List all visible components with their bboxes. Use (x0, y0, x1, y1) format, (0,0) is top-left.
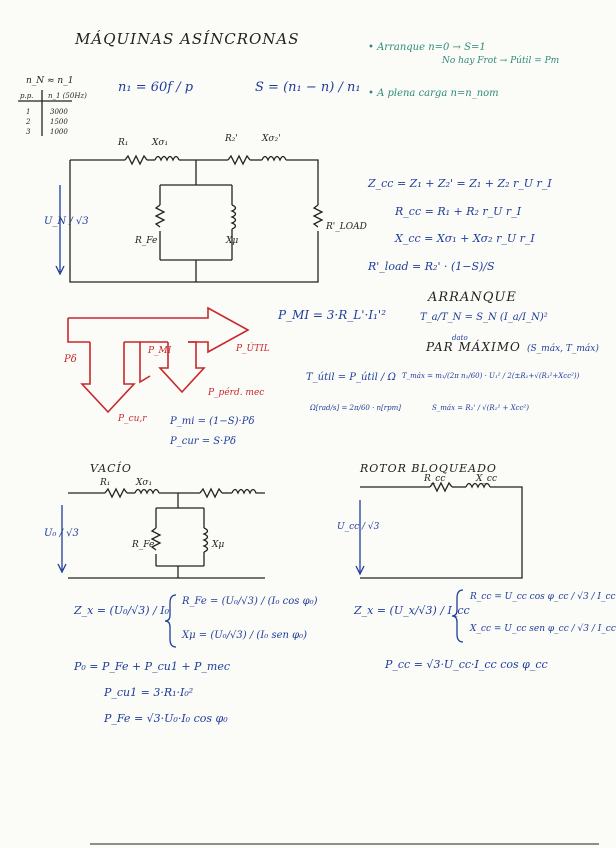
label-pcur: P_cu,r (118, 414, 147, 424)
formula-n1: n₁ = 60f / p (118, 80, 194, 95)
eq-arranque: T_a/T_N = S_N (I_a/I_N)² (420, 312, 548, 323)
table-row: 2 (26, 118, 31, 126)
vacio-voltage: U₀ / √3 (44, 528, 79, 539)
vacio-eq-xmu: Xμ = (U₀/√3) / (I₀ sen φ₀) (182, 630, 308, 641)
rotor-label-rcc: R_cc (424, 474, 446, 484)
speed-table-col1: p.p. (20, 92, 34, 100)
circuit-top-diagram (69, 154, 324, 283)
label-x2: Xσ₂' (262, 134, 281, 144)
vacio-eq-zx: Z_x = (U₀/√3) / I₀ (74, 604, 169, 617)
vacio-label-r1: R₁ (100, 478, 111, 488)
label-pd: Pδ (64, 354, 77, 365)
eq-pcur-rel: P_cur = S·Pδ (170, 436, 237, 447)
speed-table-lines (18, 90, 72, 136)
formula-s: S = (n₁ − n) / n₁ (255, 80, 361, 95)
eq-zcc: Z_cc = Z₁ + Z₂' = Z₁ + Z₂ r_U r_I (368, 177, 552, 190)
rotor-eq-pcc: P_cc = √3·U_cc·I_cc cos φ_cc (385, 658, 548, 671)
speed-table-header: n_N ≈ n_1 (26, 76, 74, 86)
eq-tmax: T_máx = m₁/(2π n₁/60) · U₁² / 2(±R₁+√(R₁… (402, 372, 580, 380)
rotor-label-xcc: X_cc (476, 474, 497, 484)
note-noload: No hay Frot → Pútil = Pm (442, 56, 560, 66)
circuit-rotor-diagram (360, 481, 523, 579)
rotor-voltage: U_cc / √3 (337, 522, 380, 532)
vacio-title: VACÍO (90, 462, 132, 475)
drawings-layer (18, 90, 599, 845)
vacio-eq-pfe: P_Fe = √3·U₀·I₀ cos φ₀ (104, 712, 228, 725)
eq-xcc: X_cc = Xσ₁ + Xσ₂ r_U r_I (395, 232, 535, 245)
vacio-eq-p0: P₀ = P_Fe + P_cu1 + P_mec (74, 660, 231, 673)
label-r2: R₂' (225, 134, 238, 144)
eq-pmi-rel: P_mi = (1−S)·Pδ (170, 416, 255, 427)
par-maximo-sub: (S_máx, T_máx) (527, 344, 599, 354)
table-row: 1500 (50, 118, 68, 126)
vacio-label-xmu: Xμ (212, 540, 225, 550)
label-r1: R₁ (118, 138, 129, 148)
eq-rcc: R_cc = R₁ + R₂ r_U r_I (395, 205, 522, 218)
vacio-label-x1: Xσ₁ (136, 478, 153, 488)
note-plena-carga: • A plena carga n=n_nom (368, 88, 499, 99)
power-flow-diagram (67, 306, 250, 414)
rotor-eq-rcc: R_cc = U_cc cos φ_cc / √3 / I_cc (470, 592, 616, 602)
eq-rload: R'_load = R₂' · (1−S)/S (368, 260, 495, 273)
table-row: 1 (26, 108, 31, 116)
table-row: 3000 (50, 108, 68, 116)
label-voltage-top: U_N / √3 (44, 216, 89, 227)
label-rfe: R_Fe (135, 236, 158, 246)
brace-rotor (451, 589, 464, 643)
table-row: 1000 (50, 128, 68, 136)
circuit-vacio-diagram (68, 487, 265, 579)
note-arranque: • Arranque n=0 → S=1 (368, 42, 486, 53)
voltage-arrow-vacio (57, 505, 67, 574)
eq-tutil: T_útil = P_útil / Ω (306, 372, 396, 383)
label-xmu: Xμ (226, 236, 239, 246)
arranque-dato: dato (452, 334, 468, 342)
speed-table-col2: n_1 (50Hz) (48, 92, 87, 100)
arranque-title: ARRANQUE (428, 290, 517, 305)
rotor-title: ROTOR BLOQUEADO (360, 462, 497, 475)
voltage-arrow-rotor (355, 500, 365, 576)
voltage-arrow-top (55, 185, 65, 276)
vacio-eq-rfe: R_Fe = (U₀/√3) / (I₀ cos φ₀) (182, 596, 318, 607)
eq-smax: S_máx = R₂' / √(R₁² + Xcc²) (432, 404, 529, 412)
vacio-label-rfe: R_Fe (132, 540, 155, 550)
eq-pmi: P_MI = 3·R_L'·I₁'² (278, 308, 387, 322)
label-pmec: P_pérd. mec (208, 388, 265, 398)
brace-vacio (164, 594, 177, 648)
label-pmi: P_MI (148, 346, 172, 356)
vacio-eq-pcu1: P_cu1 = 3·R₁·I₀² (104, 686, 194, 699)
rotor-eq-xcc: X_cc = U_cc sen φ_cc / √3 / I_cc (470, 624, 616, 634)
label-putil: P_ÚTIL (236, 344, 270, 354)
par-maximo-title: PAR MÁXIMO (426, 340, 521, 354)
table-row: 3 (26, 128, 31, 136)
eq-omega: Ω[rad/s] = 2π/60 · n[rpm] (310, 404, 401, 412)
page-title: MÁQUINAS ASÍNCRONAS (75, 30, 300, 48)
rotor-eq-zx: Z_x = (U_x/√3) / I_cc (354, 604, 470, 617)
label-rload: R'_LOAD (326, 222, 367, 232)
label-x1: Xσ₁ (152, 138, 169, 148)
